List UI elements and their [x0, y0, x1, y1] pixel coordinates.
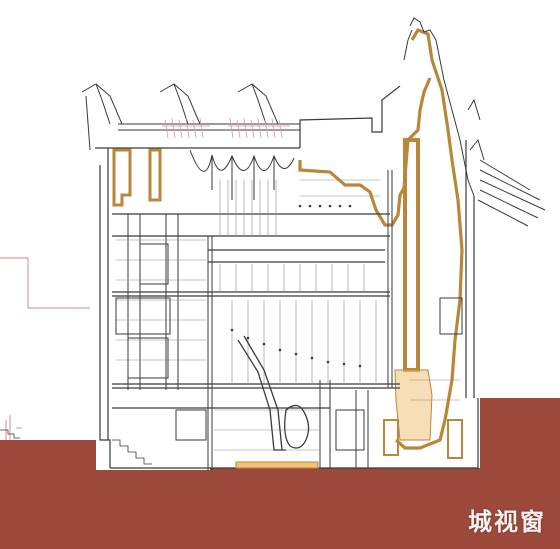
stage-drapes	[189, 149, 295, 200]
building-envelope	[95, 85, 479, 469]
floor-plates	[112, 213, 400, 409]
roof-garden-hatch	[162, 117, 290, 139]
columns	[127, 170, 393, 470]
side-rooms	[115, 243, 463, 451]
stairs	[0, 429, 152, 465]
site-guide-lines	[0, 257, 90, 440]
stage-machinery	[116, 179, 460, 451]
roof-structures	[81, 83, 300, 151]
watermark-logo: 城视窗	[468, 508, 546, 536]
fly-tower	[403, 17, 546, 227]
highlighted-core-route	[112, 28, 464, 469]
stage-lift-element	[237, 335, 310, 451]
counterweight-dots	[230, 204, 362, 368]
ground-mass	[0, 398, 560, 549]
